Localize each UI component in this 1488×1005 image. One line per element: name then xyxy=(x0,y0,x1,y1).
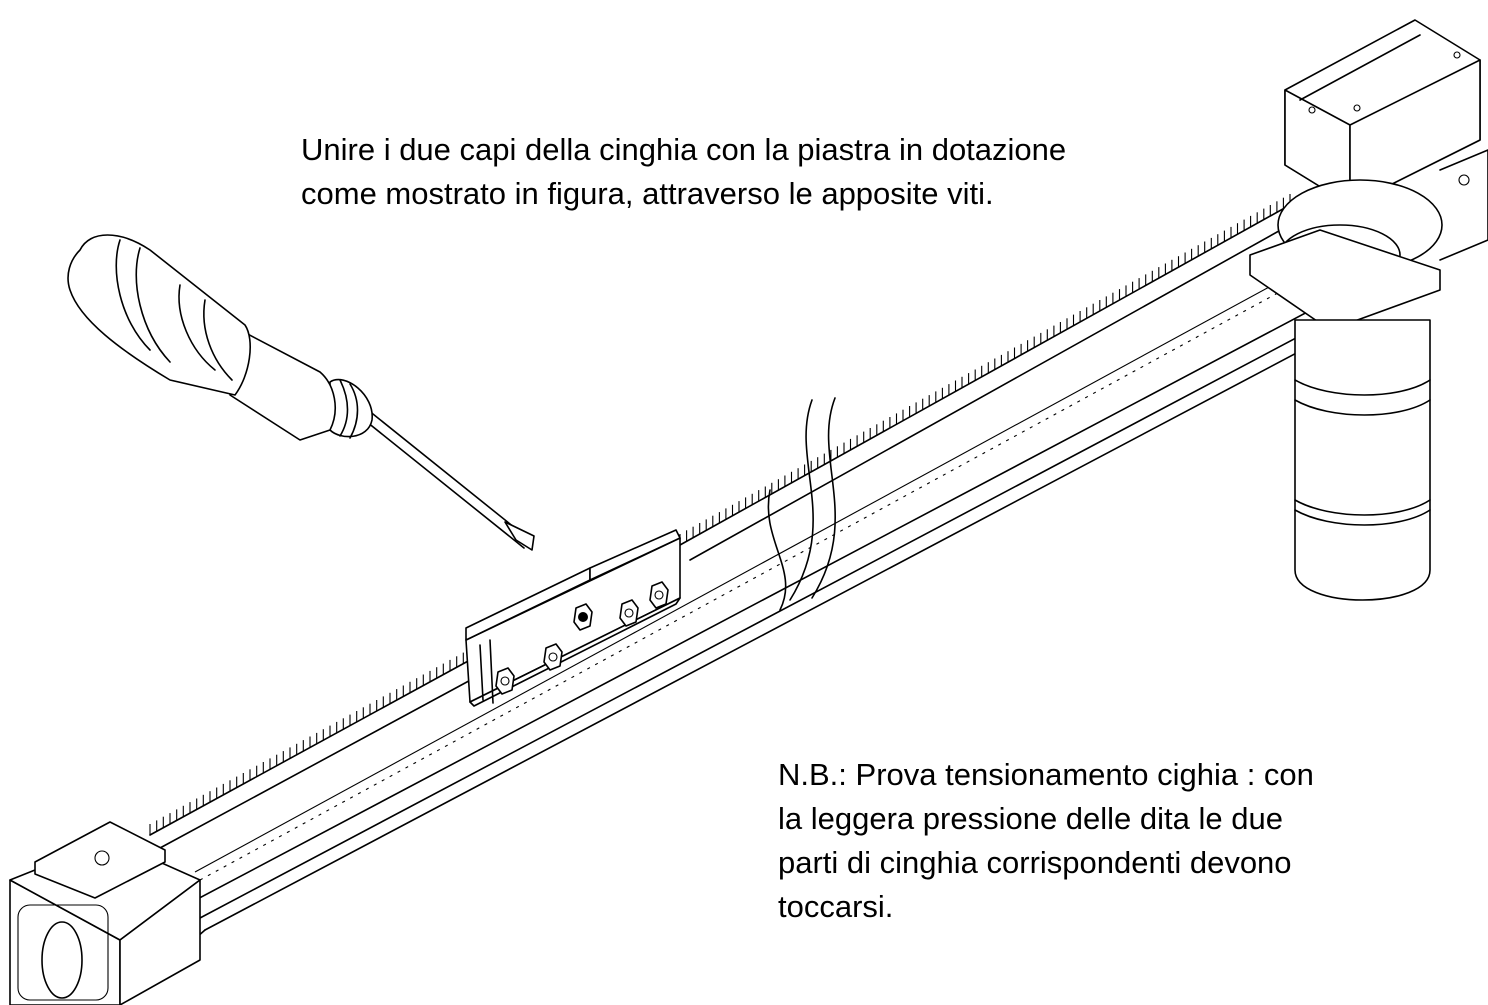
note-line: parti di cinghia corrispondenti devono xyxy=(778,845,1292,880)
plate-screw xyxy=(495,667,515,695)
left-end-cap xyxy=(9,821,201,1005)
plate-screw xyxy=(543,643,563,671)
break-lines xyxy=(767,397,836,611)
motor-assembly xyxy=(1249,19,1488,601)
lower-belt-strand xyxy=(194,261,1321,881)
plate-screw xyxy=(649,581,669,609)
joining-plate xyxy=(465,529,681,707)
note-line: la leggera pressione delle dita le due xyxy=(778,801,1283,836)
plate-screw xyxy=(573,603,593,631)
instruction-line: Unire i due capi della cinghia con la pi… xyxy=(301,132,1067,167)
tension-note-text: N.B.: Prova tensionamento cighia : con l… xyxy=(778,753,1314,929)
screwdriver xyxy=(67,234,535,551)
note-line: toccarsi. xyxy=(778,889,894,924)
assembly-instruction-text: Unire i due capi della cinghia con la pi… xyxy=(301,128,1066,216)
instruction-line: come mostrato in figura, attraverso le a… xyxy=(301,176,994,211)
plate-screw xyxy=(619,599,639,627)
note-line: N.B.: Prova tensionamento cighia : con xyxy=(778,757,1314,792)
rail xyxy=(119,299,1341,1005)
toothed-belt xyxy=(149,194,1296,849)
